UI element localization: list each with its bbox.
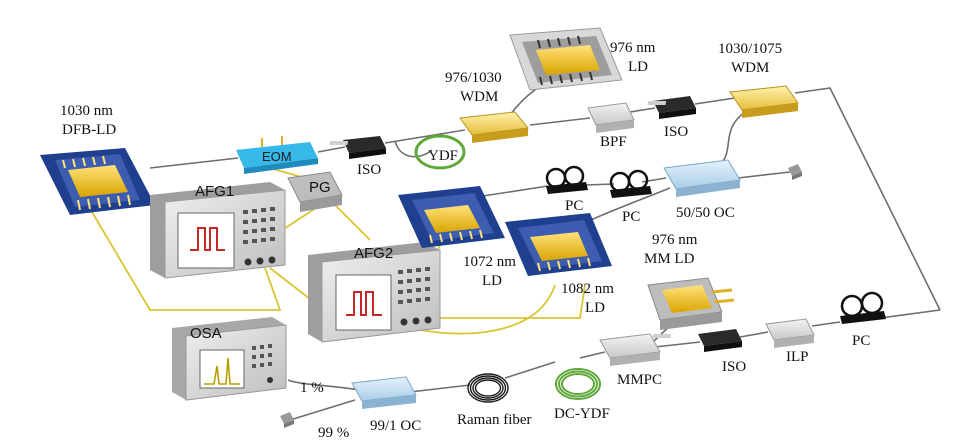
fiber-wdm1-to-bpf [529,117,591,126]
afg2-pulse-trace [346,291,382,316]
pump-ld-label-line1: 976 nm [610,40,656,56]
dfb-ld-chip [40,148,155,215]
wdm2-coupler [729,85,799,118]
oc991-coupler [351,376,417,409]
ld1072-label-line1: 1072 nm [463,254,516,270]
wdm1-coupler [459,111,529,143]
fiber-oc991-to-osa [287,379,361,391]
dfb-ld-label-line1: 1030 nm [60,103,113,119]
fiber-oc991-to-dump [289,399,356,421]
ld1072-chip [398,186,505,248]
bpf-filter [587,102,635,133]
fiber-dfb-to-eom [149,157,239,169]
dcydf-coil [555,368,601,400]
afg1-instrument [150,182,286,279]
fiber-pc2-to-pc1 [584,183,615,186]
fiber-oc5050-to-dump [737,171,791,179]
afg2-instrument [308,242,441,343]
fiber-wdm2-to-oc5050 [719,111,746,166]
iso2-isolator [647,96,696,119]
fiber-raman-to-oc991 [409,384,471,393]
mmld-label-line2: MM LD [644,251,695,267]
mmpc-combiner [599,333,661,366]
pc2-controller [609,169,652,198]
osa-spectrum-trace [204,357,240,385]
raman-fiber-coil [467,373,509,403]
pg-label: PG [309,179,331,196]
fiber-iso2-to-wdm2 [694,97,736,105]
eom-label: EOM [262,149,292,164]
fiber-dump-top [788,164,802,180]
afg1-pulse-trace [190,227,225,251]
wdm1-label-line2: WDM [460,89,498,105]
fiber-pc3-to-ilp [811,321,841,327]
iso1-isolator [329,136,386,159]
ydf-label: YDF [428,148,458,164]
mmld-chip [647,277,735,330]
ilp-label: ILP [786,349,809,365]
mmpc-label: MMPC [617,372,662,388]
pc3-label: PC [852,333,870,349]
ld1082-label-line2: LD [585,300,605,316]
oc5050-label: 50/50 OC [676,205,735,221]
osa-label: OSA [190,325,222,342]
iso1-label: ISO [357,162,381,178]
pc2-label: PC [622,209,640,225]
cable-dfb-to-afg1 [91,211,282,311]
pct-99-label: 99 % [318,425,349,441]
cable-afg2-to-ld [430,284,586,319]
mmld-label-line1: 976 nm [652,232,698,248]
wdm2-label-line2: WDM [731,60,769,76]
ld1082-label-line1: 1082 nm [561,281,614,297]
pc1-controller [545,165,588,194]
fiber-ydf-loop [394,140,433,158]
afg2-label: AFG2 [354,245,393,262]
iso2-label: ISO [664,124,688,140]
dcydf-label: DC-YDF [554,406,610,422]
raman-label: Raman fiber [457,412,532,428]
fiber-iso1-to-wdm1 [384,129,466,144]
ydf-coil [414,134,466,170]
fiber-wdm2-out [794,87,941,311]
fiber-dump-bottom [280,412,294,428]
fiber-eom-to-iso1 [317,146,346,153]
wdm1-label-line1: 976/1030 [445,70,502,86]
afg1-label: AFG1 [195,183,234,200]
fiber-oc5050-to-pc2 [641,177,667,183]
iso3-isolator [652,329,742,352]
pulse-generator [287,171,343,212]
pc3-controller [840,291,886,324]
fiber-ring-right [879,309,941,319]
fiber-bpf-to-iso2 [629,107,656,113]
ld1072-label-line2: LD [482,273,502,289]
dfb-ld-label-line2: DFB-LD [62,122,116,138]
fiber-dcydf-to-raman [504,361,556,379]
pc1-label: PC [565,198,583,214]
iso3-label: ISO [722,359,746,375]
fiber-ilp-to-iso3 [739,331,769,338]
pump-ld-chip [509,27,623,91]
osa-instrument [172,317,287,401]
cable-pg-to-afg2 [329,199,371,241]
cable-afg2-to-1082 [419,284,556,335]
wdm2-label-line1: 1030/1075 [718,41,782,57]
eom-modulator [236,136,318,174]
oc5050-coupler [663,159,741,197]
fiber-mmpc-to-dcydf [579,351,606,359]
pct-1-label: 1 % [300,380,324,396]
ilp-component [765,318,815,348]
fiber-iso3-to-mmpc [654,341,701,348]
ld1082-chip [505,213,612,276]
pump-ld-label-line2: LD [628,59,648,75]
oc991-label: 99/1 OC [370,418,421,434]
bpf-label: BPF [600,134,627,150]
